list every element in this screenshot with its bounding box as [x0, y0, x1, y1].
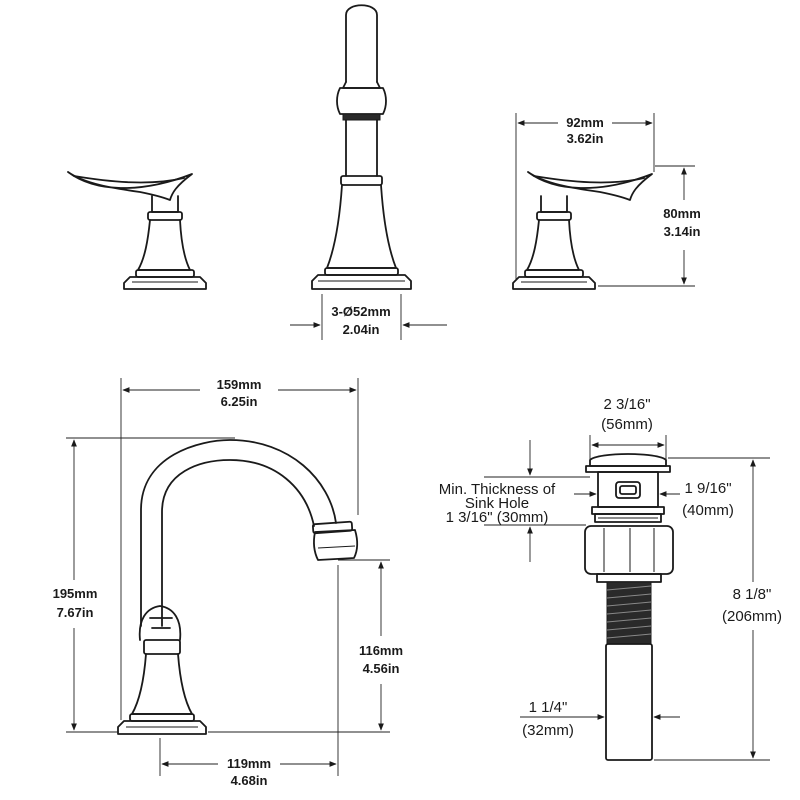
outlet-height-dimension: 116mm 4.56in — [208, 559, 403, 733]
base-to-outlet-metric: 119mm — [227, 756, 271, 771]
spout-side-drawing — [117, 439, 359, 735]
base-diameter-metric: 3-Ø52mm — [331, 304, 390, 319]
spout-reach-dimension: 159mm 6.25in — [120, 377, 359, 720]
handle-height-metric: 80mm — [663, 206, 701, 221]
spout-height-dimension: 195mm 7.67in — [53, 437, 235, 733]
drain-body-imperial: 1 9/16" — [684, 480, 731, 497]
right-handle-drawing — [512, 171, 653, 290]
drain-body-dimension: 1 9/16" (40mm) — [574, 480, 734, 519]
handle-height-imperial: 3.14in — [664, 224, 701, 239]
spout-height-metric: 195mm — [53, 586, 98, 601]
drain-length-metric: (206mm) — [722, 608, 782, 625]
outlet-height-imperial: 4.56in — [363, 661, 400, 676]
drain-pipe-imperial: 1 1/4" — [529, 699, 568, 716]
sink-thickness-line1: Min. Thickness of — [439, 481, 556, 498]
drain-cap-dimension: 2 3/16" (56mm) — [589, 396, 667, 460]
spout-reach-metric: 159mm — [217, 377, 262, 392]
handle-width-metric: 92mm — [566, 115, 604, 130]
spout-reach-imperial: 6.25in — [221, 394, 258, 409]
left-handle-drawing — [67, 171, 207, 290]
drain-drawing — [584, 453, 674, 761]
handle-width-imperial: 3.62in — [567, 131, 604, 146]
drain-length-dimension: 8 1/8" (206mm) — [654, 457, 782, 761]
base-to-outlet-imperial: 4.68in — [231, 773, 268, 788]
drain-length-imperial: 8 1/8" — [733, 586, 772, 603]
drain-pipe-dimension: 1 1/4" (32mm) — [520, 699, 680, 739]
drain-body-metric: (40mm) — [682, 502, 734, 519]
handle-width-dimension: 92mm 3.62in — [515, 113, 655, 280]
sink-thickness-line3: 1 3/16" (30mm) — [446, 509, 549, 526]
handle-height-dimension: 80mm 3.14in — [598, 165, 701, 287]
base-to-outlet-dimension: 119mm 4.68in — [159, 565, 339, 788]
drain-cap-metric: (56mm) — [601, 416, 653, 433]
spout-front-drawing — [311, 4, 412, 290]
base-diameter-imperial: 2.04in — [343, 322, 380, 337]
sink-thickness-line2: Sink Hole — [465, 495, 529, 512]
drain-cap-imperial: 2 3/16" — [603, 396, 650, 413]
sink-thickness-dimension: Min. Thickness of Sink Hole 1 3/16" (30m… — [439, 440, 590, 562]
base-diameter-dimension: 3-Ø52mm 2.04in — [290, 294, 447, 340]
spout-height-imperial: 7.67in — [57, 605, 94, 620]
drain-pipe-metric: (32mm) — [522, 722, 574, 739]
outlet-height-metric: 116mm — [359, 643, 403, 658]
